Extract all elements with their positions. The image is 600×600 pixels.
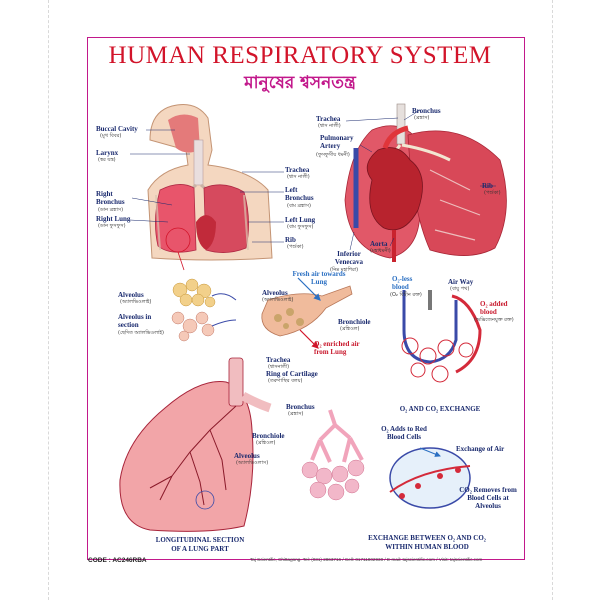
label-right-bronchus-bn: (ডান ব্রঙ্কাস) — [98, 207, 124, 213]
label-alveolus-lower: Alveolus — [234, 452, 260, 460]
caption-lung-section-line1: LONGITUDINAL SECTION — [155, 536, 245, 544]
label-rib-heart: Rib — [482, 182, 493, 190]
label-air-way: Air Way — [448, 278, 474, 286]
label-air-way-bn: (বায়ু পথ) — [450, 286, 470, 292]
label-bronchiole-mid-bn: (ব্রঙ্কিওল) — [340, 326, 360, 332]
label-o2-added-blood-bn: (অক্সিজেনযুক্ত রক্ত) — [474, 317, 514, 323]
leader-lines — [129, 109, 496, 251]
label-alveolus-in-section-bn: (ছেদিত অ্যালভিওলাই) — [118, 330, 164, 336]
label-trachea-heart-bn: (শ্বাস নালী) — [318, 123, 341, 129]
label-left-bronchus-bn: (বাম ব্রঙ্কাস) — [287, 203, 311, 209]
label-inferior-venacava-bn: (নিম্ন মহাশিরা) — [330, 267, 359, 273]
caption-blood-exchange-line2: WITHIN HUMAN BLOOD — [385, 543, 469, 551]
label-alveolus-in-section: Alveolus in section — [118, 313, 152, 329]
label-alveolus: Alveolus — [118, 291, 144, 299]
label-trachea: Trachea — [285, 166, 310, 174]
footer-contact: Taj Scientific, Chittagong. Tel: (031) 2… — [250, 557, 483, 562]
heart-lungs-illustration — [344, 103, 507, 262]
label-alveolus-bn: (অ্যালভিওলাই) — [120, 299, 152, 305]
label-rib-heart-bn: (পর্শুকা) — [484, 190, 501, 196]
label-pulmonary-artery-bn: (ফুসফুসীয় ধমনী) — [316, 152, 350, 158]
label-aorta: Aorta — [370, 240, 388, 248]
label-trachea-lower-bn: (শ্বাসনালী) — [268, 364, 290, 370]
label-o2-added-blood: O₂ added blood — [480, 300, 508, 316]
label-o2-enriched-air: O₂ enriched air from Lung — [314, 340, 360, 356]
label-bronchiole-lower: Bronchiole — [252, 432, 285, 440]
label-pulmonary-artery: Pulmonary Artery — [320, 134, 354, 150]
label-left-lung-bn: (বাম ফুসফুস) — [287, 224, 314, 230]
label-trachea-lower: Trachea — [266, 356, 291, 364]
label-co2-removes: CO₂ Removes from Blood Cells at Alveolus — [459, 486, 517, 510]
capillary-network — [401, 290, 482, 383]
alveoli-cluster — [171, 278, 237, 342]
torso-illustration — [147, 104, 273, 271]
label-right-bronchus: Right Bronchus — [96, 190, 125, 206]
label-fresh-air: Fresh air towards Lung — [292, 270, 346, 286]
label-trachea-heart: Trachea — [316, 115, 341, 123]
label-inferior-venacava: Inferior Venecava — [334, 250, 364, 266]
blood-exchange — [389, 447, 471, 509]
bronchiole-tree — [301, 409, 365, 501]
label-bronchus-heart: Bronchus — [412, 107, 441, 115]
label-bronchus-lower-bn: (ব্রঙ্কাস) — [288, 411, 304, 417]
label-left-lung: Left Lung — [285, 216, 316, 224]
label-ring-of-cartilage: Ring of Cartilage — [266, 370, 318, 378]
label-trachea-bn: (শ্বাস নালী) — [287, 174, 310, 180]
label-rib: Rib — [285, 236, 296, 244]
label-right-lung: Right Lung — [96, 215, 131, 223]
label-ring-of-cartilage-bn: (তরুণাস্থির বলয়) — [268, 378, 303, 384]
label-buccal-cavity-bn: (মুখ বিবর) — [100, 133, 122, 139]
bronchiole-alveolus — [261, 277, 353, 349]
label-alveolus-mid-bn: (অ্যালভিওলাই) — [262, 297, 294, 303]
label-left-bronchus: Left Bronchus — [285, 186, 314, 202]
lung-section — [119, 357, 272, 532]
label-alveolus-lower-bn: (অ্যালভিওলাস) — [236, 460, 269, 466]
label-aorta-bn: (মহাধমনী) — [370, 248, 391, 254]
label-right-lung-bn: (ডান ফুসফুস) — [98, 223, 126, 229]
label-alveolus-mid: Alveolus — [262, 289, 288, 297]
label-buccal-cavity: Buccal Cavity — [96, 125, 138, 133]
caption-blood-exchange-line1: EXCHANGE BETWEEN O₂ AND CO₂ — [368, 534, 486, 542]
label-bronchus-lower: Bronchus — [286, 403, 315, 411]
label-exchange-of-air: Exchange of Air — [456, 445, 505, 453]
page-subtitle-bengali: মানুষের শ্বসনতন্ত্র — [244, 73, 356, 93]
page-title: HUMAN RESPIRATORY SYSTEM — [108, 42, 492, 69]
label-bronchiole-mid: Bronchiole — [338, 318, 371, 326]
label-bronchus-heart-bn: (ব্রঙ্কাস) — [414, 115, 430, 121]
label-larynx-bn: (স্বর যন্ত্র) — [98, 157, 116, 163]
label-bronchiole-lower-bn: (ব্রঙ্কিওল) — [256, 440, 276, 446]
caption-o2-co2-exchange: O₂ AND CO₂ EXCHANGE — [399, 405, 481, 413]
label-larynx: Larynx — [96, 149, 119, 157]
label-o2-adds-rbc: O₂ Adds to Red Blood Cells — [381, 425, 427, 441]
label-o2-less-blood-bn: (O₂ বিহীন রক্ত) — [390, 292, 422, 298]
footer-code: CODE : AC246RBA — [88, 557, 147, 564]
caption-lung-section-line2: OF A LUNG PART — [171, 545, 229, 553]
label-o2-less-blood: O₂-less blood — [392, 275, 413, 291]
label-rib-bn: (পর্শুকা) — [287, 244, 304, 250]
